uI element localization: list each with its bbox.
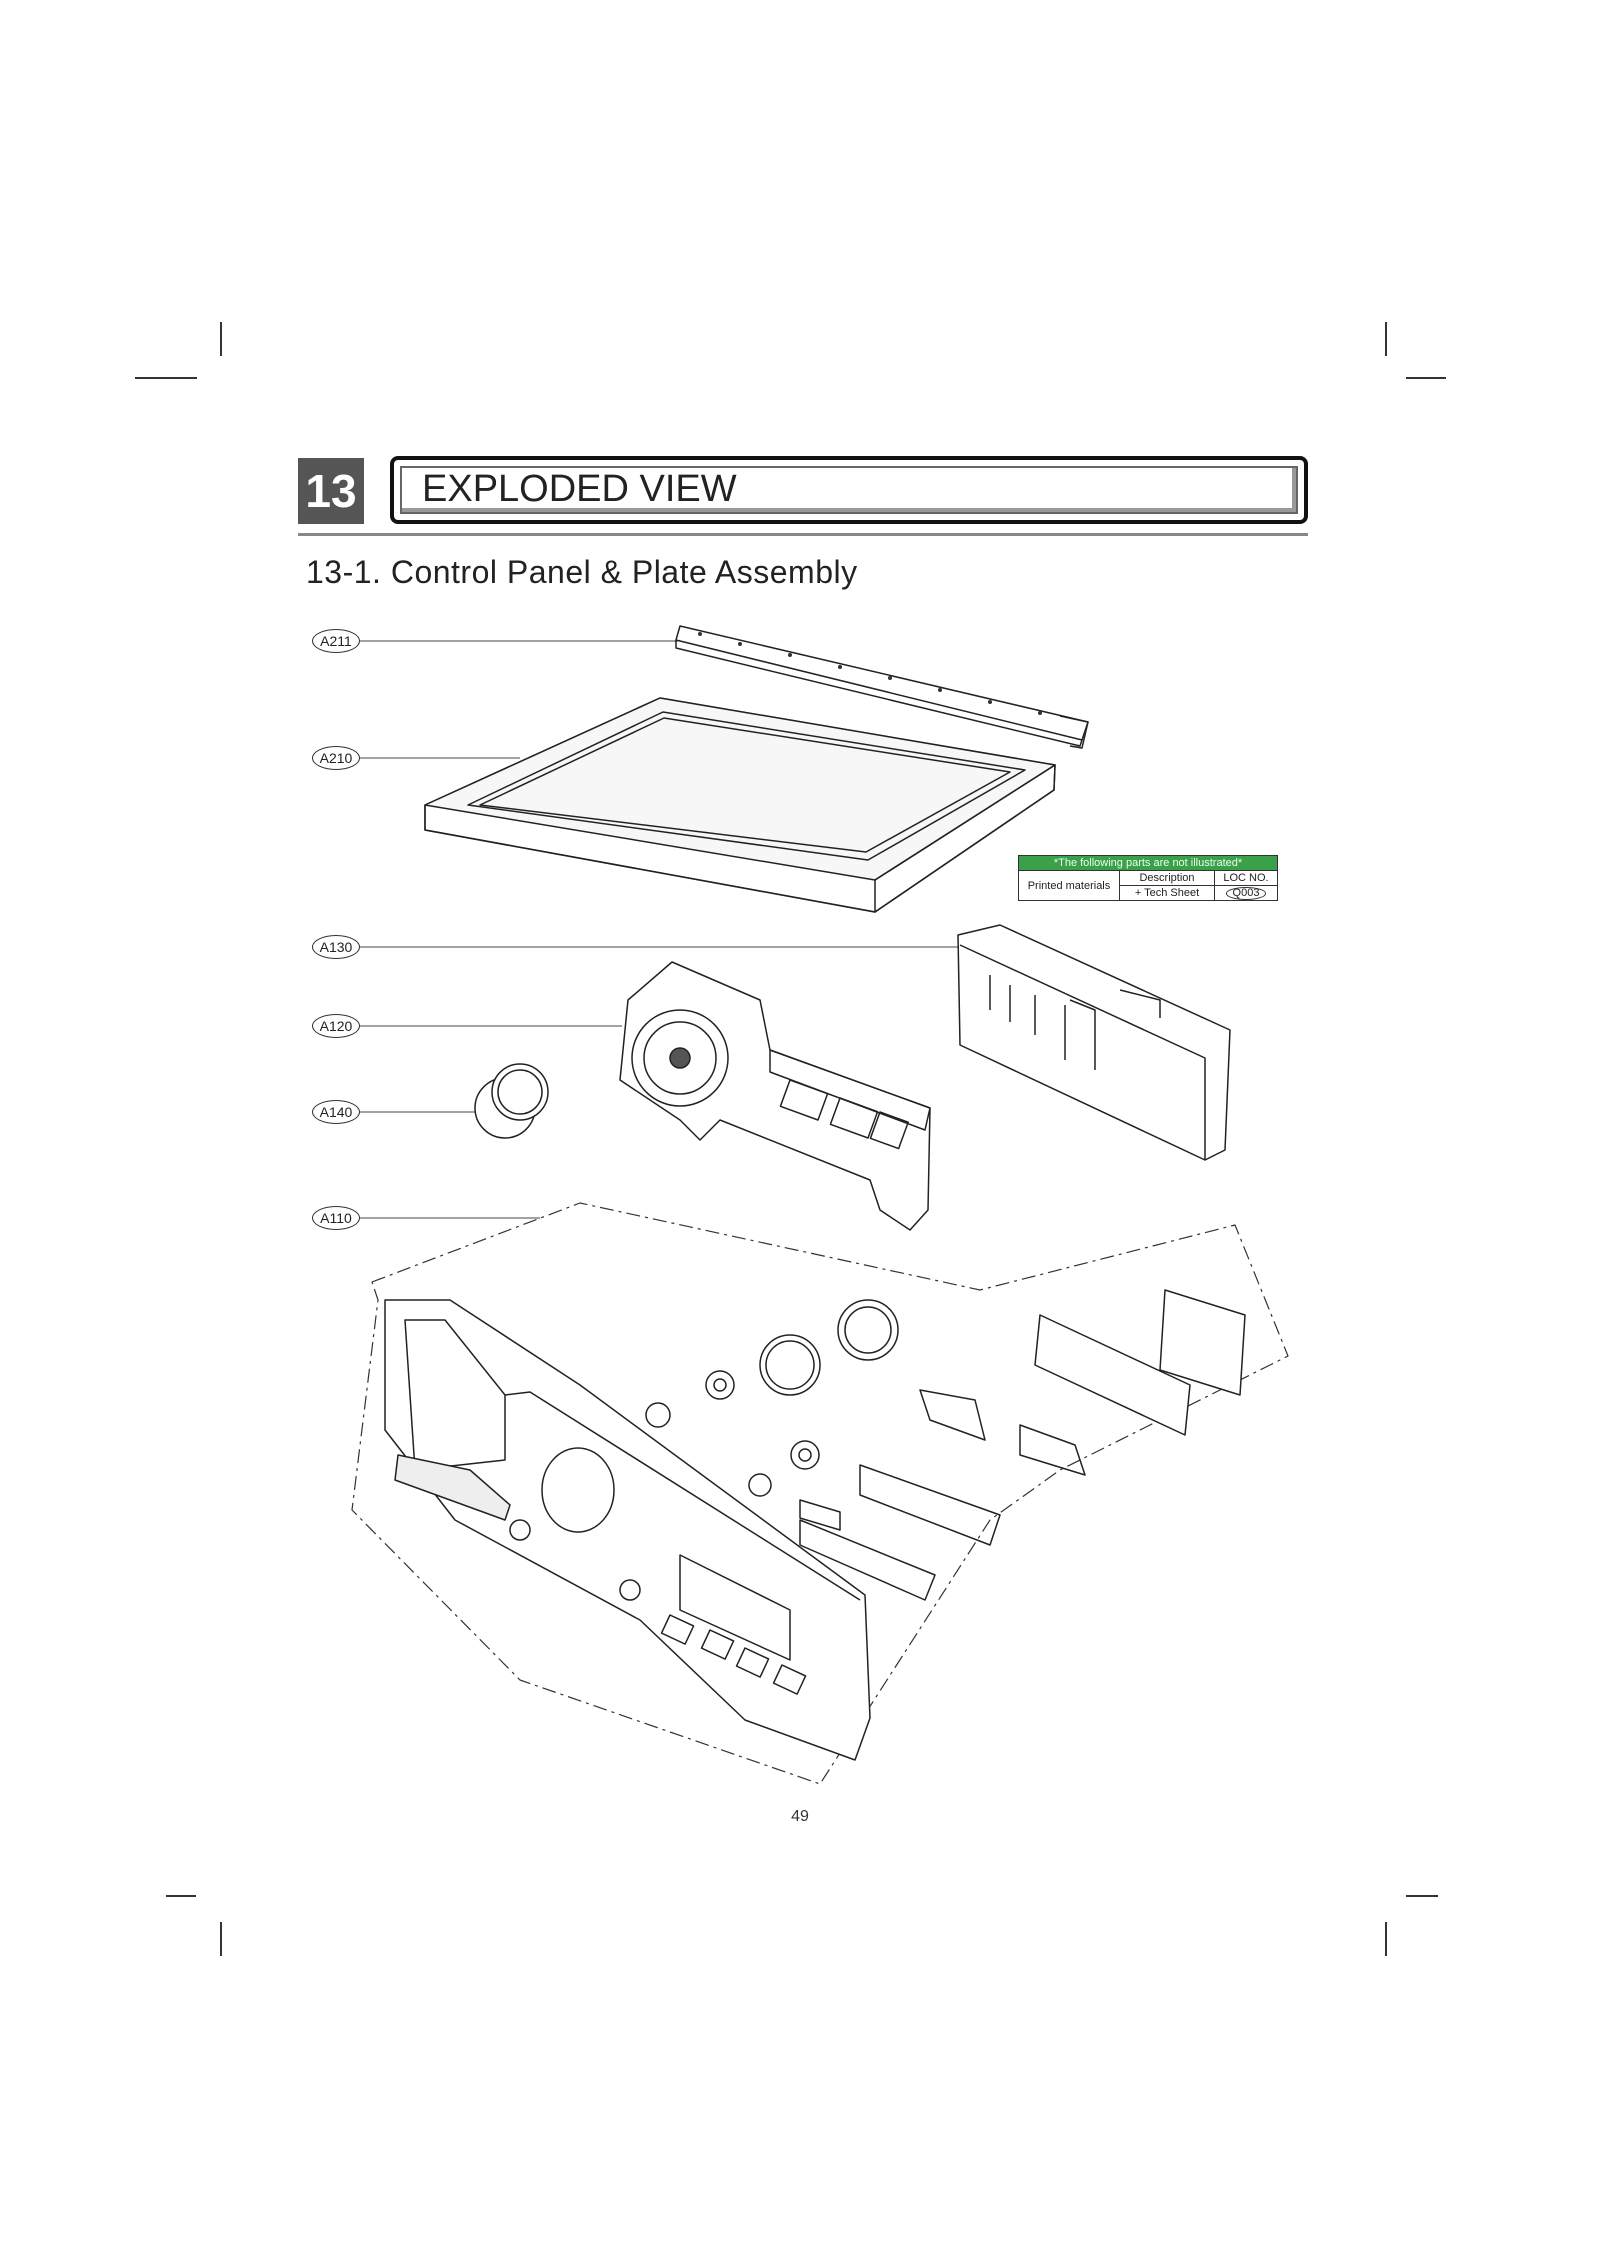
crop-mark — [166, 1895, 196, 1897]
loc-column-header: LOC NO. — [1223, 872, 1269, 884]
callout-a130: A130 — [312, 935, 360, 959]
panel-assembly-outline — [351, 1202, 1289, 1785]
crop-mark — [1406, 377, 1446, 379]
chapter-number: 13 — [298, 458, 364, 524]
plate-part-a210 — [424, 697, 1056, 913]
loose-parts — [645, 1289, 1246, 1601]
section-title: 13-1. Control Panel & Plate Assembly — [306, 554, 858, 590]
description-column-header: Description — [1120, 871, 1215, 885]
heading-rule — [298, 533, 1308, 536]
callout-a110: A110 — [312, 1206, 360, 1230]
rail-part-a211 — [675, 625, 1089, 749]
crop-mark — [1385, 322, 1387, 356]
knob-part-a140 — [474, 1063, 549, 1139]
callout-a120: A120 — [312, 1014, 360, 1038]
chapter-title-frame — [400, 466, 1298, 514]
crop-mark — [220, 322, 222, 356]
page-number: 49 — [791, 1808, 809, 1825]
crop-mark — [135, 377, 197, 379]
not-illustrated-table: *The following parts are not illustrated… — [1018, 855, 1278, 901]
pcb-part-a120 — [619, 961, 931, 1231]
crop-mark — [220, 1922, 222, 1956]
printed-materials-label: Printed materials — [1019, 871, 1120, 900]
chapter-title: EXPLODED VIEW — [422, 468, 737, 510]
leader-lines — [360, 640, 958, 1219]
tech-sheet-loc: Q003 — [1225, 887, 1267, 900]
tech-sheet-description: + Tech Sheet — [1120, 886, 1215, 900]
chapter-title-box: EXPLODED VIEW — [390, 456, 1308, 524]
printed-materials-detail: Description LOC NO. + Tech Sheet Q003 — [1120, 871, 1277, 900]
crop-mark — [1406, 1895, 1438, 1897]
not-illustrated-header: *The following parts are not illustrated… — [1019, 856, 1277, 870]
callout-a140: A140 — [312, 1100, 360, 1124]
printed-materials-row: Printed materials Description LOC NO. + … — [1019, 870, 1277, 900]
fascia-part-a110 — [384, 1299, 871, 1761]
callout-a210: A210 — [312, 746, 360, 770]
callout-a211: A211 — [312, 629, 360, 653]
crop-mark — [1385, 1922, 1387, 1956]
cover-part-a130 — [957, 924, 1231, 1161]
